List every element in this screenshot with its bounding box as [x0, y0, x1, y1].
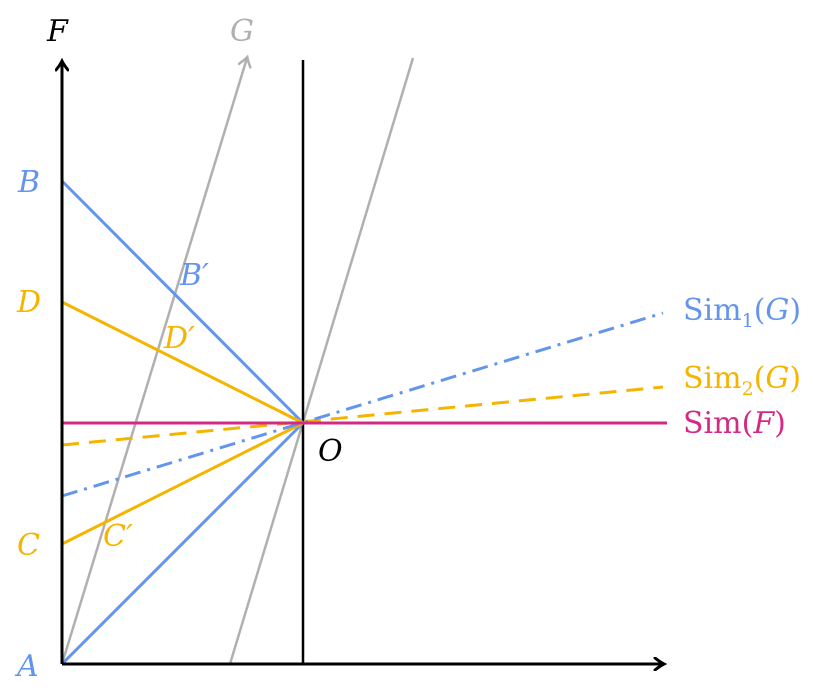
label-sim1-g: Sim1(G) — [683, 293, 801, 332]
label-sim-f: Sim(F) — [683, 406, 786, 441]
point-label-d: D — [16, 285, 41, 320]
point-label-c-prime: C′ — [103, 519, 133, 554]
g-axis — [60, 58, 247, 665]
point-label-b-prime: B′ — [179, 258, 209, 293]
line-b-to-o — [60, 179, 305, 425]
g-parallel-line — [228, 57, 415, 665]
point-label-c: C — [17, 528, 40, 563]
line-d-to-o — [61, 300, 304, 425]
sim2-g-line — [61, 385, 664, 447]
label-sim2-g: Sim2(G) — [683, 361, 801, 400]
point-label-d-prime: D′ — [163, 321, 195, 356]
point-label-b: B — [17, 165, 40, 200]
axis-label-g: G — [230, 14, 254, 49]
line-c-to-o — [61, 421, 304, 546]
axis-label-f: F — [46, 14, 69, 49]
line-a-to-o — [60, 421, 305, 666]
point-label-o: O — [318, 434, 343, 469]
point-label-a: A — [14, 649, 39, 684]
sim1-g-line — [61, 311, 664, 498]
